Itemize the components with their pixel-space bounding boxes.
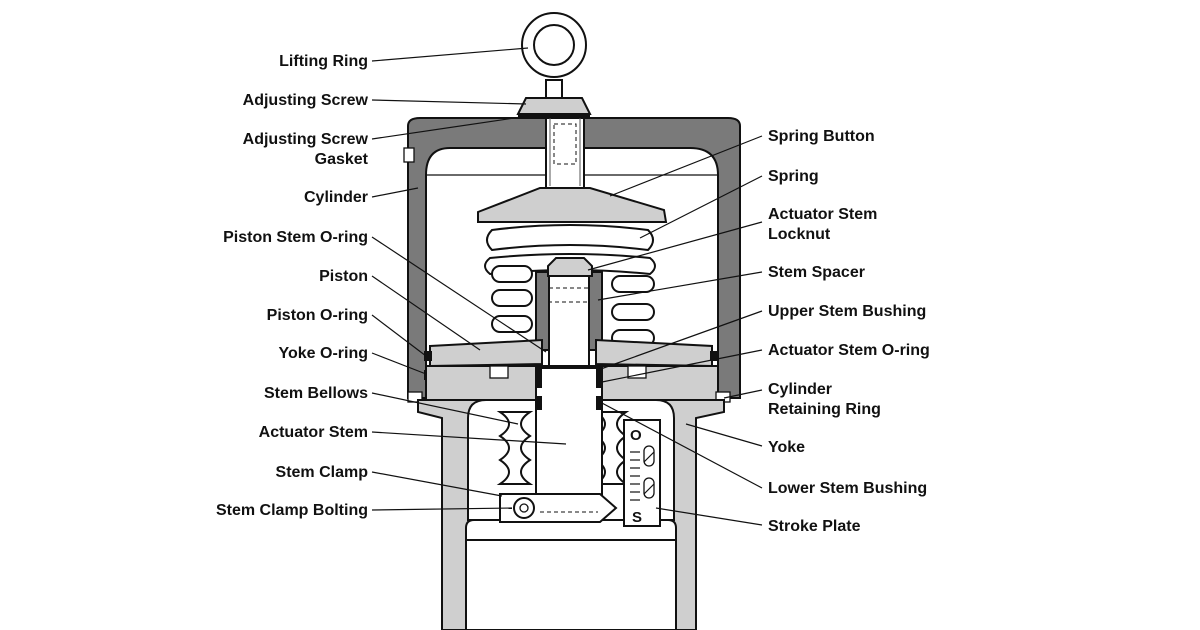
piston bbox=[429, 338, 543, 368]
leader-cylinder-retaining-ring bbox=[723, 389, 763, 399]
label-actuator-stem-locknut-line1: Actuator Stem bbox=[768, 206, 877, 223]
piston-oring-left bbox=[424, 351, 432, 361]
leader-actuator-stem-locknut bbox=[587, 221, 763, 271]
stroke-plate-shut-mark: S bbox=[632, 509, 642, 526]
label-cylinder-retaining-ring-line1: Cylinder bbox=[768, 381, 832, 398]
leader-adjusting-screw-gasket bbox=[371, 115, 529, 140]
leader-actuator-stem bbox=[371, 431, 567, 445]
label-piston-stem-oring: Piston Stem O-ring bbox=[223, 229, 368, 246]
label-stroke-plate: Stroke Plate bbox=[768, 518, 861, 535]
leader-stem-bellows bbox=[371, 392, 519, 425]
leader-piston bbox=[371, 275, 481, 351]
leader-piston-oring bbox=[371, 314, 427, 357]
leader-lines bbox=[371, 47, 763, 526]
leader-adjusting-screw bbox=[371, 99, 527, 105]
lower-stem-bushing-right bbox=[596, 396, 602, 410]
label-spring-button: Spring Button bbox=[768, 128, 875, 145]
leader-lifting-ring bbox=[371, 47, 529, 62]
leader-upper-stem-bushing bbox=[597, 310, 763, 371]
upper-stem-bushing-right bbox=[596, 368, 602, 388]
label-stem-bellows: Stem Bellows bbox=[264, 385, 368, 402]
labels-left: Lifting Ring Adjusting Screw Adjusting S… bbox=[216, 53, 369, 519]
leader-stem-clamp-bolting bbox=[371, 507, 513, 511]
actuator-stem-locknut bbox=[547, 257, 593, 277]
actuator-drawing: O S bbox=[403, 12, 741, 630]
actuator-stem bbox=[535, 367, 603, 499]
leader-cylinder bbox=[371, 187, 419, 198]
label-upper-stem-bushing: Upper Stem Bushing bbox=[768, 303, 926, 320]
piston bbox=[595, 338, 713, 368]
labels-right: Spring Button Spring Actuator Stem Lockn… bbox=[768, 128, 930, 535]
yoke-notch bbox=[489, 365, 509, 379]
leader-yoke bbox=[685, 423, 763, 447]
lower-stem-bushing-left bbox=[536, 396, 542, 410]
leader-stem-spacer bbox=[597, 271, 763, 301]
yoke-lower-opening bbox=[465, 539, 677, 630]
label-spring: Spring bbox=[768, 168, 819, 185]
label-stem-clamp: Stem Clamp bbox=[276, 464, 369, 481]
label-piston: Piston bbox=[319, 268, 368, 285]
leader-yoke-oring bbox=[371, 352, 427, 375]
adjusting-screw-gasket bbox=[518, 113, 590, 119]
piston-oring-right bbox=[710, 351, 718, 361]
leader-spring-button bbox=[609, 135, 763, 197]
lifting-ring bbox=[521, 12, 587, 101]
label-cylinder: Cylinder bbox=[304, 189, 368, 206]
leader-spring bbox=[639, 175, 763, 239]
label-adjusting-screw: Adjusting Screw bbox=[243, 92, 369, 109]
label-piston-oring: Piston O-ring bbox=[267, 307, 368, 324]
cylinder-vent bbox=[403, 147, 415, 163]
leader-stroke-plate bbox=[655, 507, 763, 526]
label-stem-spacer: Stem Spacer bbox=[768, 264, 865, 281]
label-actuator-stem: Actuator Stem bbox=[259, 424, 368, 441]
locknut-band bbox=[548, 287, 590, 303]
leader-piston-stem-oring bbox=[371, 236, 547, 353]
label-cylinder-retaining-ring-line2: Retaining Ring bbox=[768, 401, 881, 418]
label-lower-stem-bushing: Lower Stem Bushing bbox=[768, 480, 927, 497]
actuator-stem-upper bbox=[548, 275, 590, 369]
stroke-plate-open-mark: O bbox=[630, 427, 642, 444]
label-adjusting-screw-gasket-line1: Adjusting Screw bbox=[243, 131, 369, 148]
stem-bellows-left bbox=[496, 411, 534, 485]
leader-lower-stem-bushing bbox=[599, 401, 763, 489]
leader-stem-clamp bbox=[371, 471, 503, 497]
spring-button bbox=[477, 187, 668, 223]
label-stem-clamp-bolting: Stem Clamp Bolting bbox=[216, 502, 368, 519]
stroke-plate: O S bbox=[623, 419, 661, 527]
label-actuator-stem-oring: Actuator Stem O-ring bbox=[768, 342, 930, 359]
adjusting-screw-bore bbox=[553, 123, 577, 165]
stem-clamp-bolt-inner bbox=[519, 503, 529, 513]
label-adjusting-screw-gasket-line2: Gasket bbox=[315, 151, 369, 168]
upper-stem-bushing-left bbox=[536, 368, 542, 388]
label-lifting-ring: Lifting Ring bbox=[279, 53, 368, 70]
label-actuator-stem-locknut-line2: Locknut bbox=[768, 226, 831, 243]
adjusting-screw bbox=[545, 117, 585, 189]
adjusting-screw-nut bbox=[516, 97, 592, 115]
label-yoke-oring: Yoke O-ring bbox=[279, 345, 369, 362]
leader-actuator-stem-oring bbox=[601, 349, 763, 383]
label-yoke: Yoke bbox=[768, 439, 805, 456]
yoke-notch bbox=[627, 365, 647, 379]
